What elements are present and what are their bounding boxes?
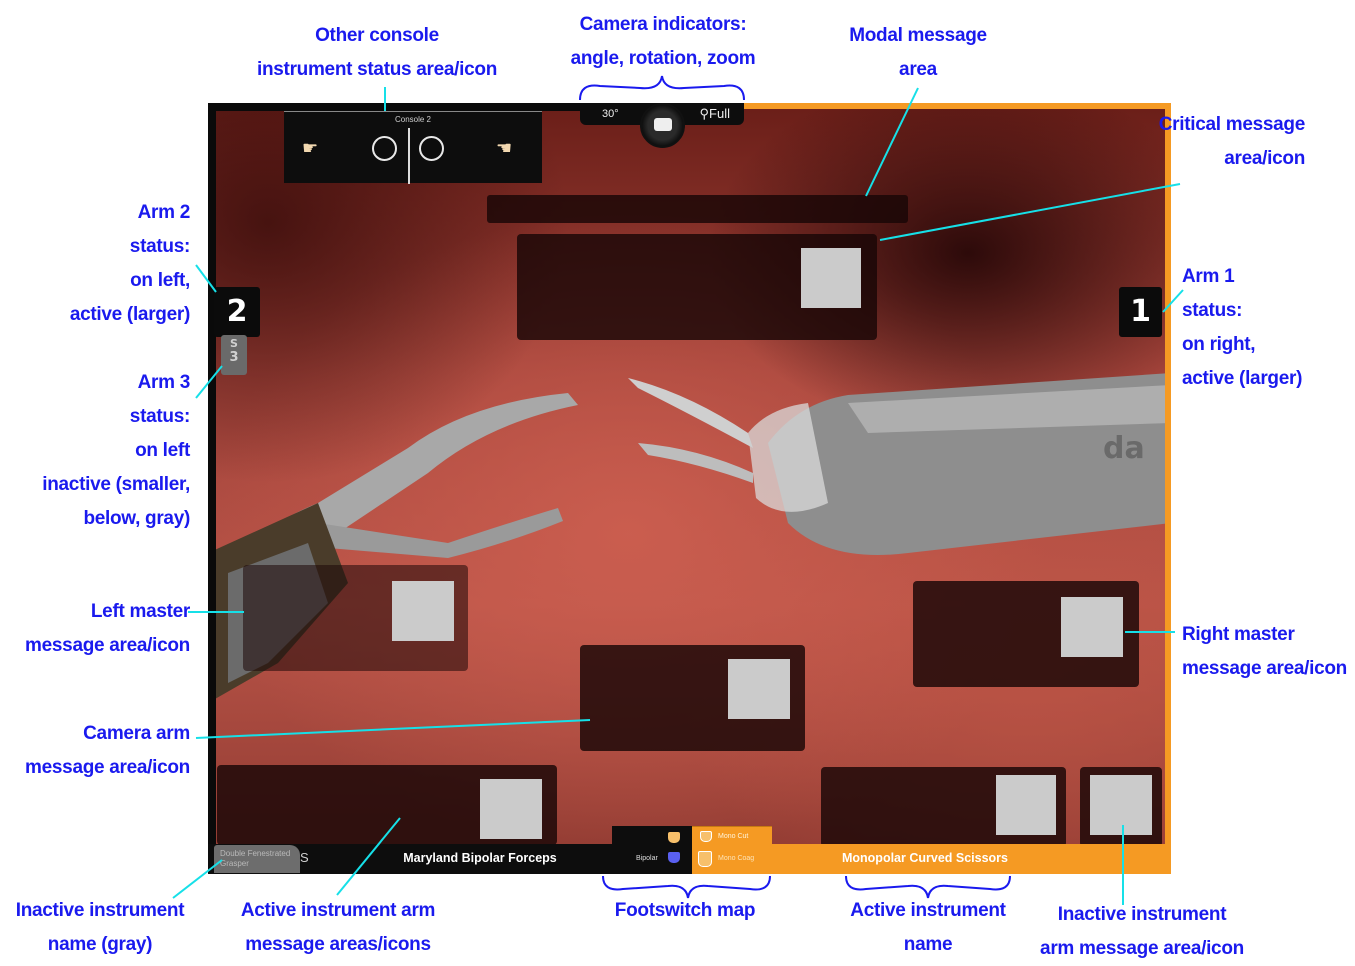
label-active-instrument-arm: Active instrument arm message areas/icon…	[220, 894, 456, 962]
arm-3-status-badge: S 3	[221, 335, 247, 375]
label-modal-message: Modal message area	[820, 19, 1016, 87]
right-instrument-circle-icon	[419, 136, 444, 161]
inactive-arm-message-area	[1080, 767, 1162, 847]
label-camera-indicators: Camera indicators: angle, rotation, zoom	[545, 8, 781, 76]
mono-cut-pedal-icon	[700, 831, 712, 842]
left-hand-icon: ☛	[302, 138, 318, 159]
camera-zoom: ⚲Full	[700, 106, 730, 122]
screen-left-border	[208, 103, 216, 874]
instrument-swap-icon: S	[300, 850, 309, 865]
arm-2-number: 2	[227, 294, 248, 329]
camera-rotation-dial	[640, 103, 685, 148]
mono-coag-pedal-icon	[698, 851, 712, 867]
left-instrument-circle-icon	[372, 136, 397, 161]
footswitch-right-section: Mono Cut Mono Coag	[692, 826, 772, 874]
label-camera-arm: Camera arm message area/icon	[10, 717, 190, 785]
label-critical-message: Critical message area/icon	[1150, 108, 1305, 176]
arm-3-number: 3	[221, 351, 247, 365]
label-active-instrument-name: Active instrument name	[830, 894, 1026, 962]
arm-1-number: 1	[1130, 294, 1151, 329]
active-instrument-name-right: Monopolar Curved Scissors	[790, 851, 1060, 865]
label-arm1-status: Arm 1 status: on right, active (larger)	[1182, 260, 1347, 396]
right-master-message-area	[913, 581, 1139, 687]
other-console-status-area: Console 2 ☛ ☚	[284, 111, 542, 183]
zoom-magnifier-icon: ⚲	[700, 106, 710, 121]
active-instrument-name-left: Maryland Bipolar Forceps	[330, 851, 630, 865]
label-right-master: Right master message area/icon	[1182, 618, 1352, 686]
label-arm2-status: Arm 2 status: on left, active (larger)	[10, 196, 190, 332]
upper-left-pedal-icon	[668, 832, 680, 843]
swap-icon: S	[221, 337, 247, 351]
footswitch-mono-coag: Mono Coag	[718, 855, 754, 862]
critical-message-icon	[801, 248, 861, 308]
bipolar-pedal-icon	[668, 852, 680, 863]
arm-2-status-badge: 2	[214, 287, 260, 337]
label-inactive-instrument-name: Inactive instrument name (gray)	[2, 894, 198, 962]
inactive-arm-message-icon	[1090, 775, 1152, 835]
brace-camera-indicators	[580, 76, 744, 100]
camera-angle: 30°	[602, 108, 619, 120]
label-footswitch-map: Footswitch map	[595, 894, 775, 928]
camera-arm-message-area	[580, 645, 805, 751]
camera-icon	[654, 118, 672, 131]
critical-message-area	[517, 234, 877, 340]
right-master-message-icon	[1061, 597, 1123, 657]
label-other-console: Other console instrument status area/ico…	[238, 19, 516, 87]
inactive-instrument-name: Double Fenestrated Grasper	[214, 845, 300, 873]
label-left-master: Left master message area/icon	[10, 595, 190, 663]
footswitch-mono-cut: Mono Cut	[718, 833, 748, 840]
footswitch-map: Bipolar	[612, 826, 692, 874]
active-arm-message-icon-left	[480, 779, 542, 839]
left-master-message-icon	[392, 581, 454, 641]
active-arm-message-icon-right	[996, 775, 1056, 835]
right-hand-icon: ☚	[496, 138, 512, 159]
scope-brand-text: da	[1103, 431, 1145, 466]
arm-1-status-badge: 1	[1119, 287, 1162, 337]
camera-zoom-value: Full	[709, 106, 730, 121]
console-label: Console 2	[284, 115, 542, 124]
camera-arm-message-icon	[728, 659, 790, 719]
console-divider	[408, 128, 410, 184]
label-arm3-status: Arm 3 status: on left inactive (smaller,…	[10, 366, 190, 536]
active-arm-message-area-left	[217, 765, 557, 845]
modal-message-area	[487, 195, 908, 223]
left-master-message-area	[243, 565, 468, 671]
footswitch-left-label: Bipolar	[636, 855, 658, 862]
monopolar-scissors-graphic: da	[628, 373, 1171, 555]
active-arm-message-area-right	[821, 767, 1066, 847]
label-inactive-instrument-arm: Inactive instrument arm message area/ico…	[1030, 898, 1254, 966]
